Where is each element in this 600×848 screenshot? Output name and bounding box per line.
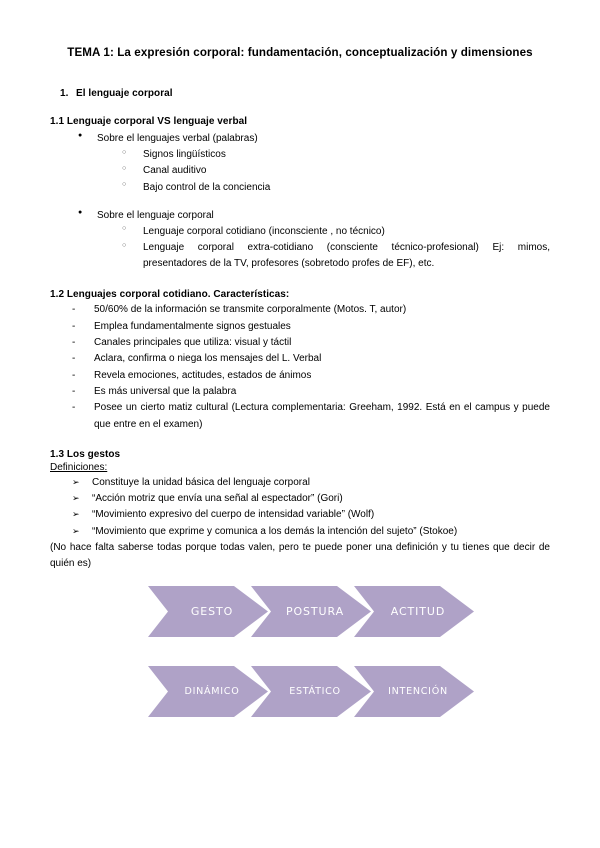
chevron-label: POSTURA: [285, 605, 345, 618]
chevron-row: GESTO POSTURA ACTITUD: [0, 586, 600, 637]
section-1-1-list-verbal: Sobre el lenguajes verbal (palabras) Sig…: [50, 130, 550, 196]
section-1-number: 1.: [60, 87, 69, 99]
chevron-diagram-row-1: GESTO POSTURA ACTITUD: [0, 586, 600, 637]
list-item: “Movimiento que exprime y comunica a los…: [72, 524, 550, 540]
chevron-intencion: INTENCIÓN: [354, 666, 474, 717]
section-1-2-heading: 1.2 Lenguajes corporal cotidiano. Caract…: [50, 289, 290, 301]
bullet-label: Sobre el lenguajes verbal (palabras): [97, 132, 258, 144]
section-1-1-list-corporal: Sobre el lenguaje corporal Lenguaje corp…: [50, 207, 550, 273]
section-1-3-heading: 1.3 Los gestos: [50, 448, 121, 460]
list-item: Posee un cierto matiz cultural (Lectura …: [72, 400, 550, 433]
chevron-label: ESTÁTICO: [289, 686, 341, 697]
list-item: Bajo control de la conciencia: [122, 179, 550, 196]
section-1-3-list: Constituye la unidad básica del lenguaje…: [50, 475, 550, 540]
chevron-row: DINÁMICO ESTÁTICO INTENCIÓN: [0, 666, 600, 717]
list-item: Signos lingüísticos: [122, 147, 550, 163]
list-item: “Movimiento expresivo del cuerpo de inte…: [72, 507, 550, 523]
chevron-dinamico: DINÁMICO: [148, 666, 268, 717]
section-1-1-heading: 1.1 Lenguaje corporal VS lenguaje verbal: [50, 115, 248, 127]
chevron-gesto: GESTO: [148, 586, 268, 637]
list-item: Revela emociones, actitudes, estados de …: [72, 368, 550, 385]
chevron-actitud: ACTITUD: [354, 586, 474, 637]
chevron-diagram-row-2: DINÁMICO ESTÁTICO INTENCIÓN: [0, 666, 600, 717]
sublist-corporal: Lenguaje corporal cotidiano (inconscient…: [97, 223, 550, 273]
chevron-estatico: ESTÁTICO: [251, 666, 371, 717]
sublist-verbal: Signos lingüísticos Canal auditivo Bajo …: [97, 147, 550, 196]
chevron-label: GESTO: [190, 605, 234, 618]
chevron-label: INTENCIÓN: [388, 686, 448, 697]
list-item: Canales principales que utiliza: visual …: [72, 335, 550, 352]
page-title: TEMA 1: La expresión corporal: fundament…: [67, 46, 533, 59]
list-item: Canal auditivo: [122, 163, 550, 179]
list-item: Lenguaje corporal cotidiano (inconscient…: [122, 223, 550, 240]
chevron-label: ACTITUD: [390, 605, 446, 618]
section-1-3-subheading: Definiciones:: [50, 461, 108, 473]
section-1-2-list: 50/60% de la información se transmite co…: [50, 302, 550, 432]
list-item: Sobre el lenguaje corporal Lenguaje corp…: [78, 207, 550, 273]
list-item: Emplea fundamentalmente signos gestuales: [72, 319, 550, 336]
section-1-heading: 1. El lenguaje corporal: [50, 88, 550, 99]
bullet-label: Sobre el lenguaje corporal: [97, 209, 214, 221]
list-item: “Acción motriz que envía una señal al es…: [72, 491, 550, 507]
list-item: Constituye la unidad básica del lenguaje…: [72, 475, 550, 491]
section-1-label: El lenguaje corporal: [76, 87, 173, 99]
list-item: Es más universal que la palabra: [72, 384, 550, 401]
chevron-label: DINÁMICO: [184, 686, 240, 697]
list-item: Aclara, confirma o niega los mensajes de…: [72, 351, 550, 368]
list-item: Sobre el lenguajes verbal (palabras) Sig…: [78, 130, 550, 196]
list-item: Lenguaje corporal extra-cotidiano (consc…: [122, 240, 550, 272]
section-1-3-note: (No hace falta saberse todas porque toda…: [50, 542, 550, 570]
chevron-postura: POSTURA: [251, 586, 371, 637]
list-item: 50/60% de la información se transmite co…: [72, 302, 550, 319]
